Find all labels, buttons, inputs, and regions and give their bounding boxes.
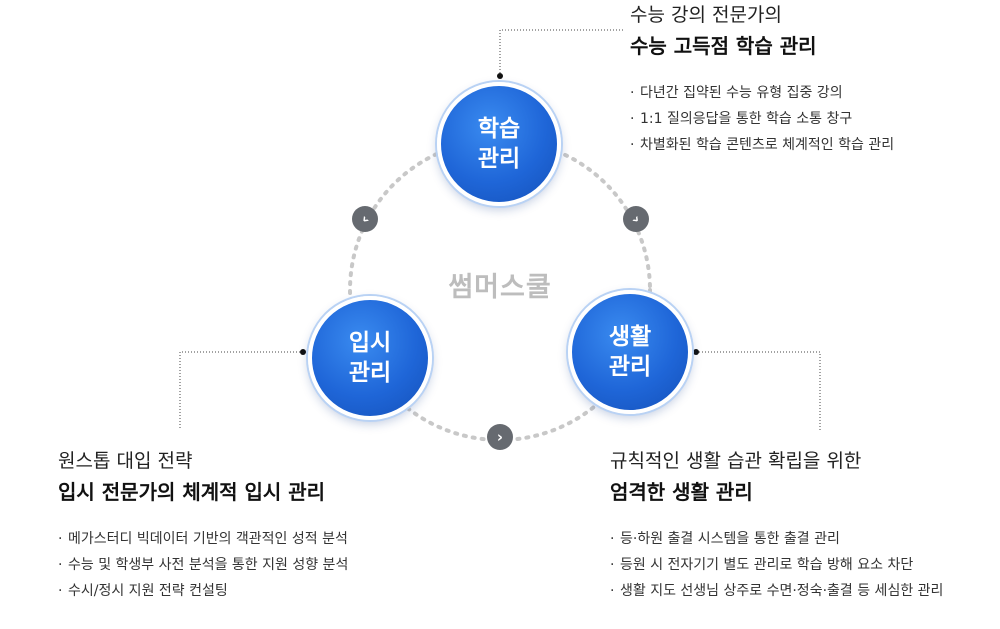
study-item-text: 다년간 집약된 수능 유형 집중 강의 (640, 85, 843, 101)
admission-node-line2: 관리 (348, 360, 392, 386)
list-item: · 등·하원 출결 시스템을 통한 출결 관리 (610, 526, 943, 552)
life-item-text: 등원 시 전자기기 별도 관리로 학습 방해 요소 차단 (620, 557, 914, 573)
admission-management-node: 입시 관리 (308, 296, 432, 420)
admission-title: 입시 전문가의 체계적 입시 관리 (58, 480, 326, 504)
life-item-text: 등·하원 출결 시스템을 통한 출결 관리 (620, 531, 840, 547)
bullet: · (610, 557, 615, 573)
admission-description: 원스톱 대입 전략 입시 전문가의 체계적 입시 관리 · 메가스터디 빅데이터 … (58, 448, 348, 604)
bullet: · (630, 111, 635, 127)
admission-item-text: 수능 및 학생부 사전 분석을 통한 지원 성향 분석 (68, 557, 349, 573)
study-management-node: 학습 관리 (437, 82, 561, 206)
life-description: 규칙적인 생활 습관 확립을 위한 엄격한 생활 관리 · 등·하원 출결 시스템… (610, 448, 943, 604)
admission-connector-dot (300, 349, 306, 355)
life-node-line1: 생활 (608, 324, 652, 350)
life-node-line2: 관리 (608, 354, 652, 380)
bullet: · (58, 583, 63, 599)
admission-feature-list: · 메가스터디 빅데이터 기반의 객관적인 성적 분석 · 수능 및 학생부 사전 … (58, 526, 348, 604)
list-item: · 1:1 질의응답을 통한 학습 소통 창구 (630, 106, 894, 132)
admission-item-text: 메가스터디 빅데이터 기반의 객관적인 성적 분석 (68, 531, 348, 547)
cycle-arrow-left-icon: ‹ (352, 206, 378, 232)
bullet: · (630, 137, 635, 153)
cycle-arrow-bottom-icon: › (487, 424, 513, 450)
bullet: · (610, 531, 615, 547)
study-item-text: 1:1 질의응답을 통한 학습 소통 창구 (640, 111, 853, 127)
life-item-text: 생활 지도 선생님 상주로 수면·정숙·출결 등 세심한 관리 (620, 583, 944, 599)
admission-node-line1: 입시 (348, 330, 392, 356)
study-node-line2: 관리 (477, 146, 521, 172)
admission-connector (179, 351, 303, 430)
list-item: · 수시/정시 지원 전략 컨설팅 (58, 578, 348, 604)
bullet: · (58, 531, 63, 547)
life-connector-dot (693, 349, 699, 355)
life-connector (696, 351, 821, 430)
list-item: · 등원 시 전자기기 별도 관리로 학습 방해 요소 차단 (610, 552, 943, 578)
study-node-line1: 학습 (477, 116, 521, 142)
admission-subtitle: 원스톱 대입 전략 (58, 450, 193, 472)
list-item: · 다년간 집약된 수능 유형 집중 강의 (630, 80, 894, 106)
life-feature-list: · 등·하원 출결 시스템을 통한 출결 관리 · 등원 시 전자기기 별도 관리로… (610, 526, 943, 604)
study-title: 수능 고득점 학습 관리 (630, 34, 817, 58)
center-label: 썸머스쿨 (448, 272, 552, 303)
cycle-arrow-right-icon: › (623, 206, 649, 232)
list-item: · 수능 및 학생부 사전 분석을 통한 지원 성향 분석 (58, 552, 348, 578)
bullet: · (630, 85, 635, 101)
life-title: 엄격한 생활 관리 (610, 480, 753, 504)
study-connector-dot (497, 73, 503, 79)
study-connector (499, 29, 625, 76)
admission-item-text: 수시/정시 지원 전략 컨설팅 (68, 583, 228, 599)
study-subtitle: 수능 강의 전문가의 (630, 4, 782, 26)
study-description: 수능 강의 전문가의 수능 고득점 학습 관리 · 다년간 집약된 수능 유형 집… (630, 2, 894, 158)
bullet: · (610, 583, 615, 599)
list-item: · 차별화된 학습 콘텐츠로 체계적인 학습 관리 (630, 132, 894, 158)
life-subtitle: 규칙적인 생활 습관 확립을 위한 (610, 450, 862, 472)
life-management-node: 생활 관리 (568, 290, 692, 414)
bullet: · (58, 557, 63, 573)
list-item: · 메가스터디 빅데이터 기반의 객관적인 성적 분석 (58, 526, 348, 552)
study-feature-list: · 다년간 집약된 수능 유형 집중 강의 · 1:1 질의응답을 통한 학습 소통… (630, 80, 894, 158)
list-item: · 생활 지도 선생님 상주로 수면·정숙·출결 등 세심한 관리 (610, 578, 943, 604)
study-item-text: 차별화된 학습 콘텐츠로 체계적인 학습 관리 (640, 137, 895, 153)
